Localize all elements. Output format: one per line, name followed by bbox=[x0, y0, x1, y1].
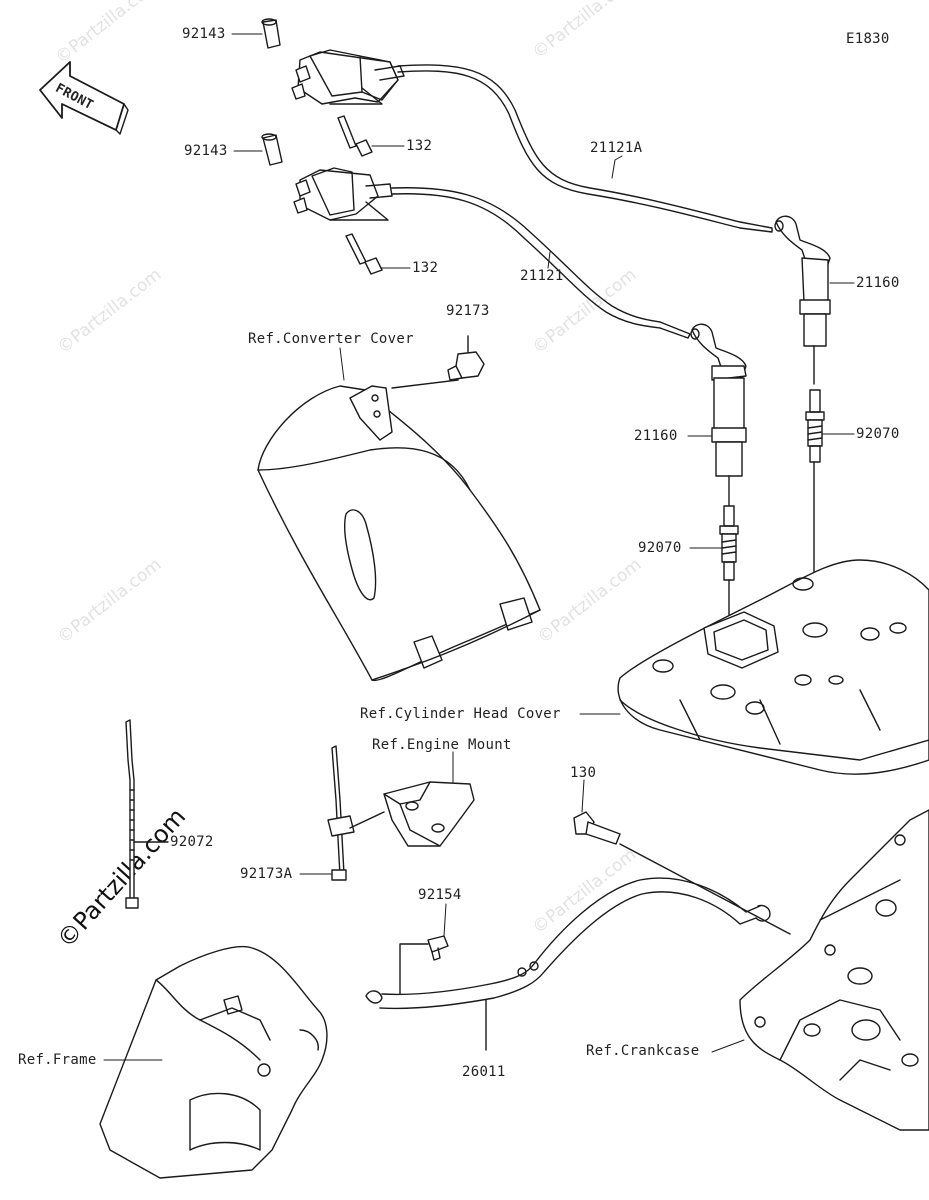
ignition-coil-top bbox=[261, 18, 405, 157]
bolt-130 bbox=[573, 811, 791, 935]
cylinder-head-cover bbox=[617, 559, 929, 775]
ref-converter-cover: Ref.Converter Cover bbox=[248, 331, 414, 347]
callout-21121[interactable]: 21121 bbox=[520, 268, 564, 284]
band-92072 bbox=[125, 719, 169, 909]
bolt-92154 bbox=[427, 935, 449, 961]
engine-mount bbox=[349, 781, 475, 847]
front-arrow-icon bbox=[39, 61, 129, 135]
ref-crankcase: Ref.Crankcase bbox=[586, 1043, 700, 1059]
ref-cylinder-head-cover: Ref.Cylinder Head Cover bbox=[360, 706, 561, 722]
callout-92070-left[interactable]: 92070 bbox=[638, 540, 682, 556]
clamp-92173a bbox=[327, 745, 355, 881]
callout-92173a[interactable]: 92173A bbox=[240, 866, 293, 882]
nut-92173 bbox=[391, 335, 485, 389]
spark-plug-left bbox=[719, 505, 739, 701]
ground-lead-26011 bbox=[365, 877, 771, 1051]
frame bbox=[99, 945, 328, 1179]
ignition-coil-middle bbox=[261, 133, 393, 275]
callout-21121a[interactable]: 21121A bbox=[590, 140, 643, 156]
callout-26011[interactable]: 26011 bbox=[462, 1064, 506, 1080]
callout-130[interactable]: 130 bbox=[570, 765, 597, 781]
callout-92154[interactable]: 92154 bbox=[418, 887, 462, 903]
callout-92072[interactable]: 92072 bbox=[170, 834, 214, 850]
plug-cap-left bbox=[690, 323, 747, 507]
callout-92143-top[interactable]: 92143 bbox=[182, 26, 226, 42]
callout-92143-mid[interactable]: 92143 bbox=[184, 143, 228, 159]
ht-lead-21121 bbox=[391, 187, 691, 339]
callout-21160-left[interactable]: 21160 bbox=[634, 428, 678, 444]
ref-engine-mount: Ref.Engine Mount bbox=[372, 737, 512, 753]
ht-lead-21121a bbox=[397, 64, 773, 233]
callout-92070-right[interactable]: 92070 bbox=[856, 426, 900, 442]
plug-cap-right bbox=[774, 215, 831, 385]
crankcase bbox=[739, 809, 929, 1131]
converter-cover bbox=[257, 385, 541, 682]
callout-92173[interactable]: 92173 bbox=[446, 303, 490, 319]
callout-21160-right[interactable]: 21160 bbox=[856, 275, 900, 291]
callout-132-top[interactable]: 132 bbox=[406, 138, 433, 154]
leader-lines bbox=[103, 33, 855, 1061]
callout-132-mid[interactable]: 132 bbox=[412, 260, 439, 276]
ref-frame: Ref.Frame bbox=[18, 1052, 97, 1068]
diagram-code: E1830 bbox=[846, 31, 890, 47]
